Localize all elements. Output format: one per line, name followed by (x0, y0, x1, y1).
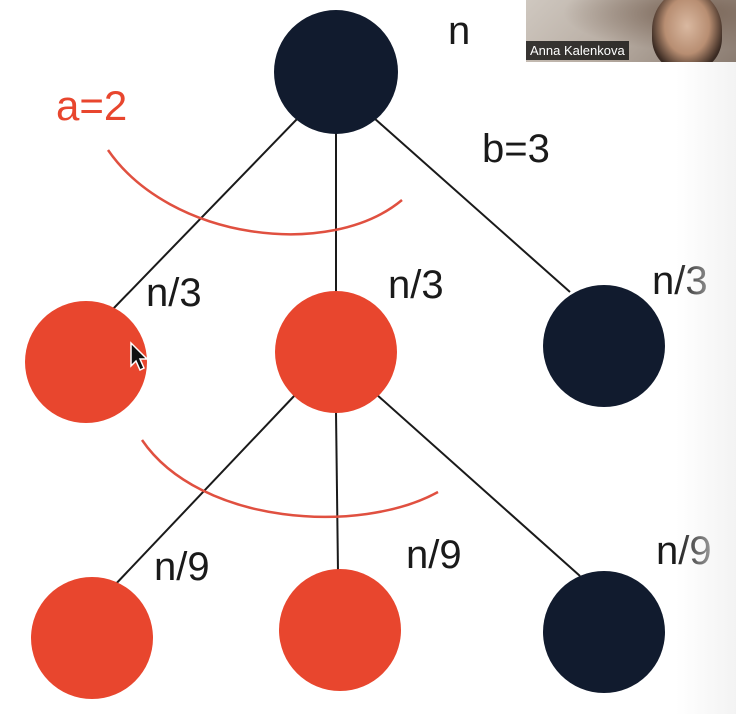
level1-left-node (25, 301, 147, 423)
root-node (274, 10, 398, 134)
mouse-cursor-icon (130, 341, 149, 372)
level1-middle-node (275, 291, 397, 413)
level2-left-label: n/9 (154, 545, 210, 589)
participant-name-label: Anna Kalenkova (526, 41, 629, 60)
edge-mid-right (375, 393, 581, 577)
level1-middle-label: n/3 (388, 263, 444, 307)
root-label: n (448, 9, 470, 53)
arc-branching-middle (140, 439, 439, 519)
level1-right-node (543, 285, 665, 407)
edge-root-left (111, 117, 299, 311)
slide-edge-shadow (676, 62, 736, 714)
level2-right-node (543, 571, 665, 693)
webcam-participant-image (652, 0, 722, 62)
a-parameter-label: a=2 (56, 82, 127, 129)
level2-middle-label: n/9 (406, 533, 462, 577)
level2-left-node (31, 577, 153, 699)
edge-mid-middle (335, 411, 339, 573)
b-parameter-label: b=3 (482, 127, 550, 171)
level2-middle-node (279, 569, 401, 691)
arc-branching-top (106, 149, 403, 236)
edge-root-right (373, 117, 571, 293)
webcam-thumbnail[interactable]: Anna Kalenkova (526, 0, 736, 62)
level1-left-label: n/3 (146, 271, 202, 315)
